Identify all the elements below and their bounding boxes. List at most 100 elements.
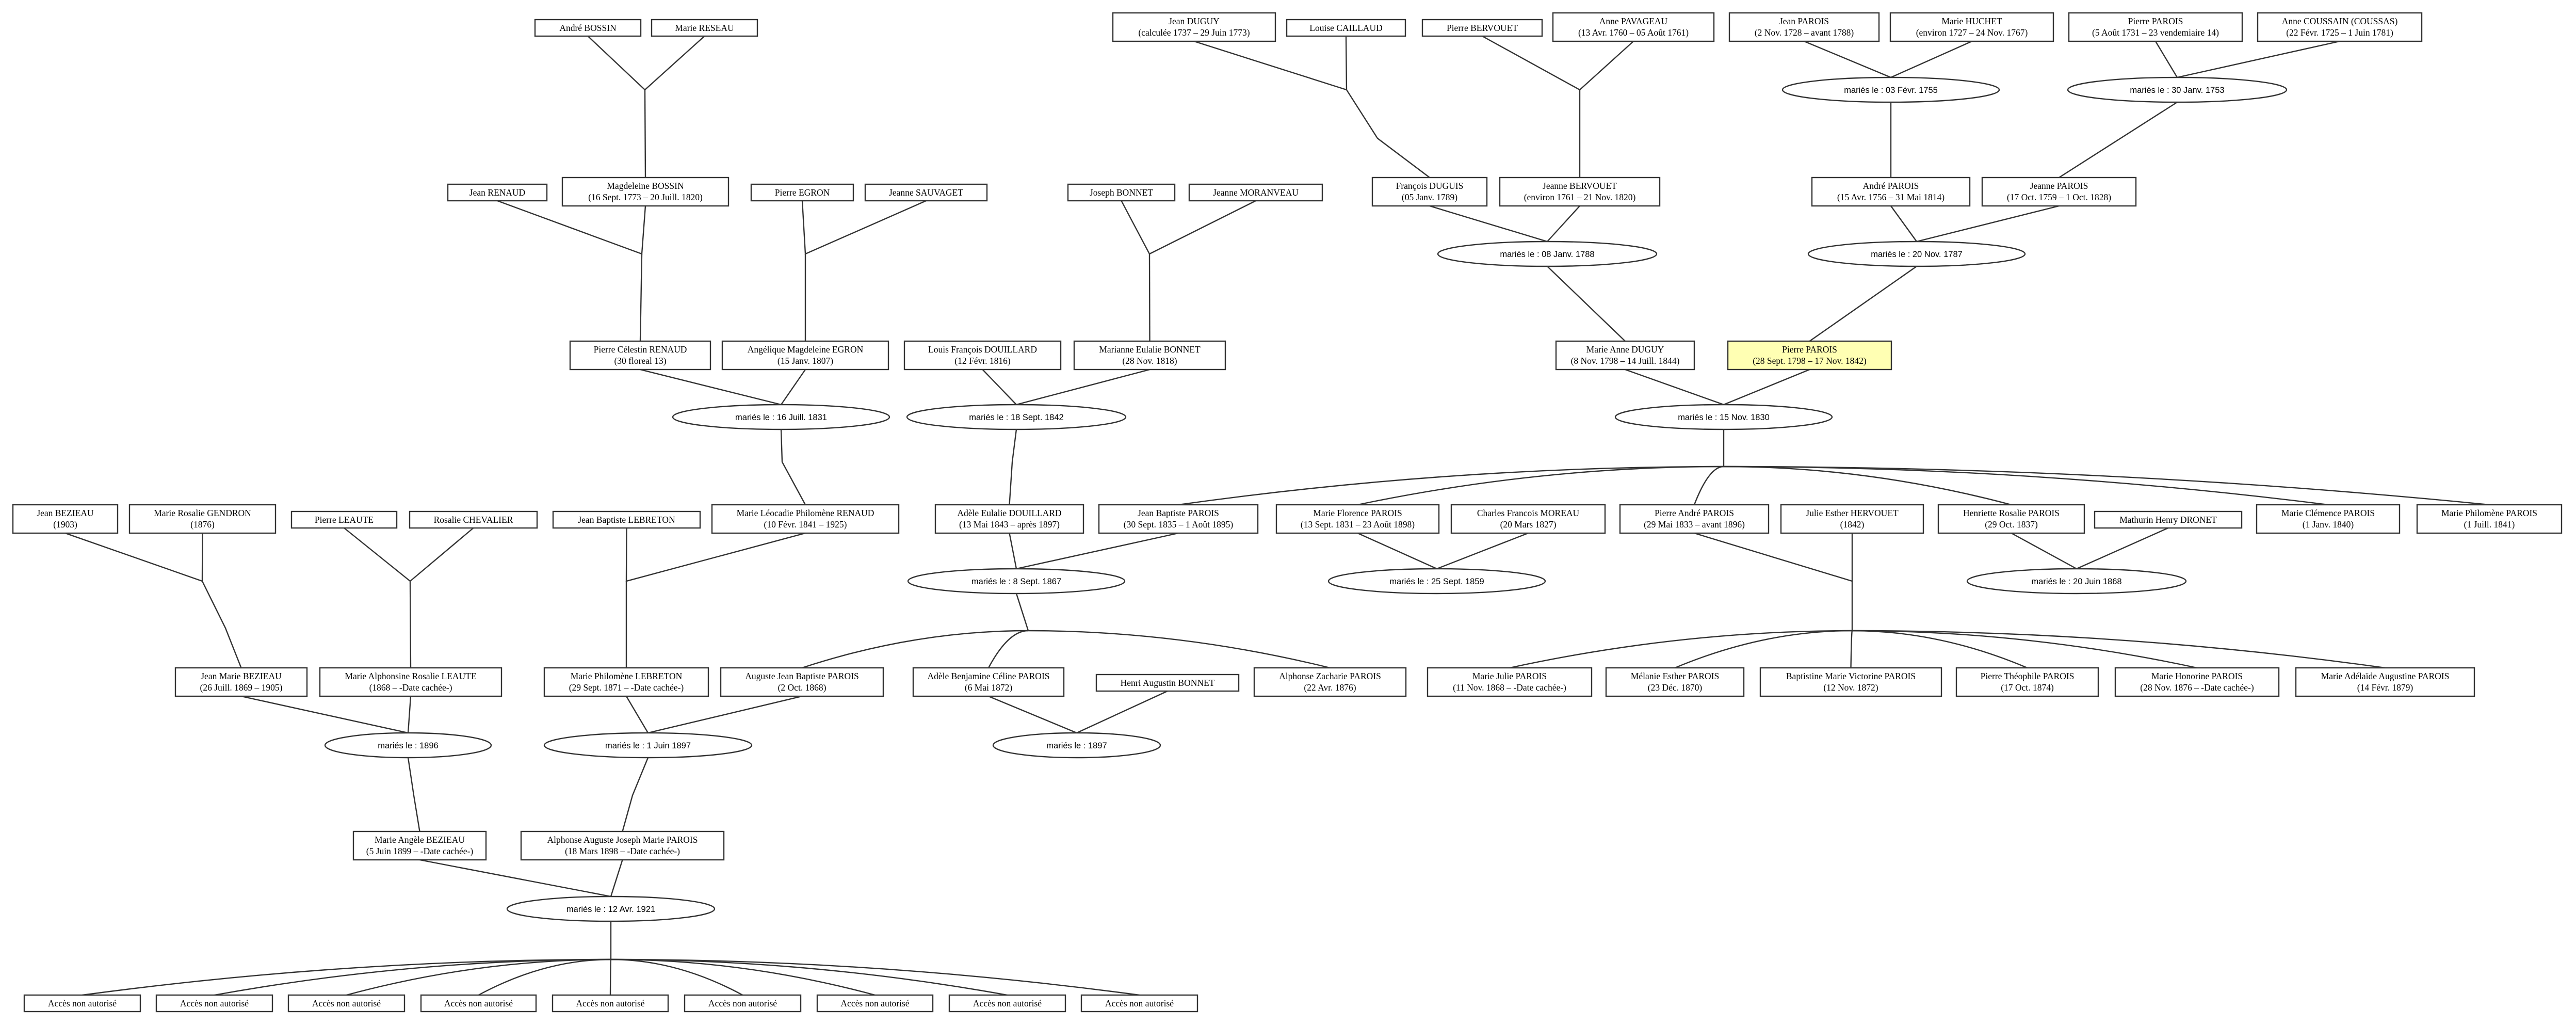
person-box-frame <box>1067 183 1176 202</box>
marriage-node-m-1859[interactable]: mariés le : 25 Sept. 1859 <box>1327 568 1546 595</box>
person-box-jeanne-bervouet[interactable]: Jeanne BERVOUET(environ 1761 – 21 Nov. 1… <box>1499 177 1661 207</box>
marriage-node-m-1831[interactable]: mariés le : 16 Juill. 1831 <box>672 404 890 430</box>
person-box-anne-pavageau[interactable]: Anne PAVAGEAU(13 Avr. 1760 – 05 Août 176… <box>1552 12 1715 42</box>
person-box-marie-anne-duguy[interactable]: Marie Anne DUGUY(8 Nov. 1798 – 14 Juill.… <box>1555 340 1695 371</box>
person-box-marie-alphonsine-leaute[interactable]: Marie Alphonsine Rosalie LEAUTE(1868 – -… <box>319 667 503 697</box>
person-box-marie-huchet[interactable]: Marie HUCHET(environ 1727 – 24 Nov. 1767… <box>1889 12 2054 42</box>
person-box-adele-benjamine-parois[interactable]: Adèle Benjamine Céline PAROIS(6 Mai 1872… <box>912 667 1065 697</box>
restricted-person-box[interactable]: Accès non autorisé <box>684 994 802 1013</box>
person-box-alphonse-zacharie-parois[interactable]: Alphonse Zacharie PAROIS(22 Avr. 1876) <box>1253 667 1407 697</box>
person-box-marianne-bonnet[interactable]: Marianne Eulalie BONNET(28 Nov. 1818) <box>1073 340 1226 371</box>
person-name: Adèle Eulalie DOUILLARD <box>957 508 1061 518</box>
person-box-baptistine-parois[interactable]: Baptistine Marie Victorine PAROIS(12 Nov… <box>1759 667 1942 697</box>
person-box-jean-beziau-1903[interactable]: Jean BEZIEAU(1903) <box>12 504 119 534</box>
marriage-node-m-1867[interactable]: mariés le : 8 Sept. 1867 <box>907 568 1126 595</box>
person-box-pierre-theophile-parois[interactable]: Pierre Théophile PAROIS(17 Oct. 1874) <box>1955 667 2099 697</box>
person-box-jean-duguy[interactable]: Jean DUGUY(calculée 1737 – 29 Juin 1773) <box>1112 12 1276 42</box>
children-link <box>1028 630 1331 669</box>
person-box-marie-adelaide-parois[interactable]: Marie Adélaïde Augustine PAROIS(14 Févr.… <box>2295 667 2475 697</box>
children-link <box>1675 630 1853 669</box>
person-box-frame <box>1427 667 1593 697</box>
person-box-pierre-leaute[interactable]: Pierre LEAUTE <box>290 510 398 529</box>
person-box-rosalie-chevalier[interactable]: Rosalie CHEVALIER <box>409 510 538 529</box>
restricted-person-box[interactable]: Accès non autorisé <box>552 994 669 1013</box>
person-box-frame <box>1619 504 1770 534</box>
marriage-node-m-1830[interactable]: mariés le : 15 Nov. 1830 <box>1614 404 1833 430</box>
person-name: Accès non autorisé <box>312 998 381 1008</box>
person-name: Jeanne BERVOUET <box>1543 181 1617 191</box>
person-box-marie-reseau[interactable]: Marie RESEAU <box>651 19 758 37</box>
marriage-node-m-1755[interactable]: mariés le : 03 Févr. 1755 <box>1781 76 2000 103</box>
marriage-node-m-1788[interactable]: mariés le : 08 Janv. 1788 <box>1437 241 1658 267</box>
restricted-person-box[interactable]: Accès non autorisé <box>155 994 273 1013</box>
marriage-oval <box>506 895 716 922</box>
person-box-marie-clemence-parois[interactable]: Marie Clémence PAROIS(1 Janv. 1840) <box>2256 504 2401 534</box>
person-box-anne-coussain[interactable]: Anne COUSSAIN (COUSSAS)(22 Févr. 1725 – … <box>2257 12 2423 42</box>
person-box-henriette-parois[interactable]: Henriette Rosalie PAROIS(29 Oct. 1837) <box>1937 504 2085 534</box>
marriage-node-m-1897a[interactable]: mariés le : 1 Juin 1897 <box>543 732 753 759</box>
person-name: Pierre André PAROIS <box>1655 508 1734 518</box>
person-box-louis-douillard[interactable]: Louis François DOUILLARD(12 Févr. 1816) <box>903 340 1062 371</box>
marriage-node-m-1868[interactable]: mariés le : 20 Juin 1868 <box>1966 568 2187 595</box>
marriage-node-m-1753[interactable]: mariés le : 30 Janv. 1753 <box>2067 76 2288 103</box>
person-box-francois-duguis[interactable]: François DUGUIS(05 Janv. 1789) <box>1371 177 1488 207</box>
person-box-frame <box>352 830 487 861</box>
person-box-jeanne-sauvaget[interactable]: Jeanne SAUVAGET <box>864 183 988 202</box>
person-box-magdeleine-bossin[interactable]: Magdeleine BOSSIN(16 Sept. 1773 – 20 Jui… <box>561 177 730 207</box>
person-box-frame <box>1286 19 1406 37</box>
person-box-marie-angele-beziau[interactable]: Marie Angèle BEZIEAU(5 Juin 1899 – -Date… <box>352 830 487 861</box>
person-box-jean-marie-beziau[interactable]: Jean Marie BEZIEAU(26 Juill. 1869 – 1905… <box>174 667 308 697</box>
person-box-angelique-egron[interactable]: Angélique Magdeleine EGRON(15 Janv. 1807… <box>721 340 889 371</box>
restricted-person-box[interactable]: Accès non autorisé <box>287 994 406 1013</box>
person-box-marie-honorine-parois[interactable]: Marie Honorine PAROIS(28 Nov. 1876 – -Da… <box>2114 667 2280 697</box>
person-box-jeanne-parois[interactable]: Jeanne PAROIS(17 Oct. 1759 – 1 Oct. 1828… <box>1981 177 2137 207</box>
person-box-charles-moreau[interactable]: Charles Francois MOREAU(20 Mars 1827) <box>1450 504 1606 534</box>
person-box-henri-bonnet[interactable]: Henri Augustin BONNET <box>1095 674 1240 692</box>
person-box-pierre-parois-a[interactable]: Pierre PAROIS(5 Août 1731 – 23 vendemiai… <box>2068 12 2243 42</box>
person-box-adele-eulalie-douillard[interactable]: Adèle Eulalie DOUILLARD(13 Mai 1843 – ap… <box>934 504 1084 534</box>
person-box-louise-caillaud[interactable]: Louise CAILLAUD <box>1286 19 1406 37</box>
person-box-marie-julie-parois[interactable]: Marie Julie PAROIS(11 Nov. 1868 – -Date … <box>1427 667 1593 697</box>
person-box-jean-parois[interactable]: Jean PAROIS(2 Nov. 1728 – avant 1788) <box>1728 12 1880 42</box>
person-box-marie-florence-parois[interactable]: Marie Florence PAROIS(13 Sept. 1831 – 23… <box>1275 504 1440 534</box>
marriage-node-m-1921[interactable]: mariés le : 12 Avr. 1921 <box>506 895 716 922</box>
children-link <box>1723 466 2490 506</box>
marriage-node-m-1896[interactable]: mariés le : 1896 <box>324 732 492 759</box>
person-box-jean-baptiste-parois[interactable]: Jean Baptiste PAROIS(30 Sept. 1835 – 1 A… <box>1098 504 1259 534</box>
spouse-link <box>610 859 623 897</box>
person-box-jean-baptiste-lebreton[interactable]: Jean Baptiste LEBRETON <box>552 510 701 529</box>
person-box-pierre-bervouet[interactable]: Pierre BERVOUET <box>1421 19 1543 37</box>
person-box-pierre-andre-parois[interactable]: Pierre André PAROIS(29 Mai 1833 – avant … <box>1619 504 1770 534</box>
person-dates: (26 Juill. 1869 – 1905) <box>200 682 283 693</box>
person-box-frame <box>1555 340 1695 371</box>
person-box-pierre-parois-focus[interactable]: Pierre PAROIS(28 Sept. 1798 – 17 Nov. 18… <box>1727 340 1892 371</box>
person-box-melanie-parois[interactable]: Mélanie Esther PAROIS(23 Déc. 1870) <box>1605 667 1745 697</box>
person-box-julie-hervouet[interactable]: Julie Esther HERVOUET(1842) <box>1780 504 1924 534</box>
person-box-pierre-celestin-renaud[interactable]: Pierre Célestin RENAUD(30 floreal 13) <box>569 340 711 371</box>
restricted-person-box[interactable]: Accès non autorisé <box>420 994 537 1013</box>
person-box-jeanne-moranveau[interactable]: Jeanne MORANVEAU <box>1188 183 1323 202</box>
restricted-person-box[interactable]: Accès non autorisé <box>948 994 1066 1013</box>
marriage-node-m-1842[interactable]: mariés le : 18 Sept. 1842 <box>906 404 1127 430</box>
person-box-auguste-jean-baptiste-parois[interactable]: Auguste Jean Baptiste PAROIS(2 Oct. 1868… <box>720 667 884 697</box>
person-name: Accès non autorisé <box>1105 998 1174 1008</box>
person-box-alphonse-auguste-parois[interactable]: Alphonse Auguste Joseph Marie PAROIS(18 … <box>520 830 725 861</box>
person-box-andre-bossin[interactable]: André BOSSIN <box>534 19 642 37</box>
marriage-node-m-1897b[interactable]: mariés le : 1897 <box>992 732 1161 759</box>
marriage-node-m-1787[interactable]: mariés le : 20 Nov. 1787 <box>1807 241 2026 267</box>
person-box-joseph-bonnet[interactable]: Joseph BONNET <box>1067 183 1176 202</box>
person-box-mathurin-dronet[interactable]: Mathurin Henry DRONET <box>2094 510 2243 529</box>
person-name: Marie Honorine PAROIS <box>2151 671 2243 681</box>
children-link <box>1852 630 2028 669</box>
restricted-person-box[interactable]: Accès non autorisé <box>23 994 141 1013</box>
person-box-jean-renaud[interactable]: Jean RENAUD <box>447 183 548 202</box>
person-box-andre-parois[interactable]: André PAROIS(15 Avr. 1756 – 31 Mai 1814) <box>1811 177 1971 207</box>
person-box-marie-philomene-lebreton[interactable]: Marie Philomène LEBRETON(29 Sept. 1871 –… <box>543 667 709 697</box>
restricted-person-box[interactable]: Accès non autorisé <box>816 994 934 1013</box>
parents-link <box>1194 36 1348 91</box>
person-box-marie-philomene-parois[interactable]: Marie Philomène PAROIS(1 Juill. 1841) <box>2416 504 2563 534</box>
restricted-person-box[interactable]: Accès non autorisé <box>1080 994 1198 1013</box>
person-box-pierre-egron[interactable]: Pierre EGRON <box>750 183 854 202</box>
person-box-marie-leocadie-renaud[interactable]: Marie Léocadie Philomène RENAUD(10 Févr.… <box>711 504 900 534</box>
person-box-marie-rosalie-gendron[interactable]: Marie Rosalie GENDRON(1876) <box>128 504 277 534</box>
